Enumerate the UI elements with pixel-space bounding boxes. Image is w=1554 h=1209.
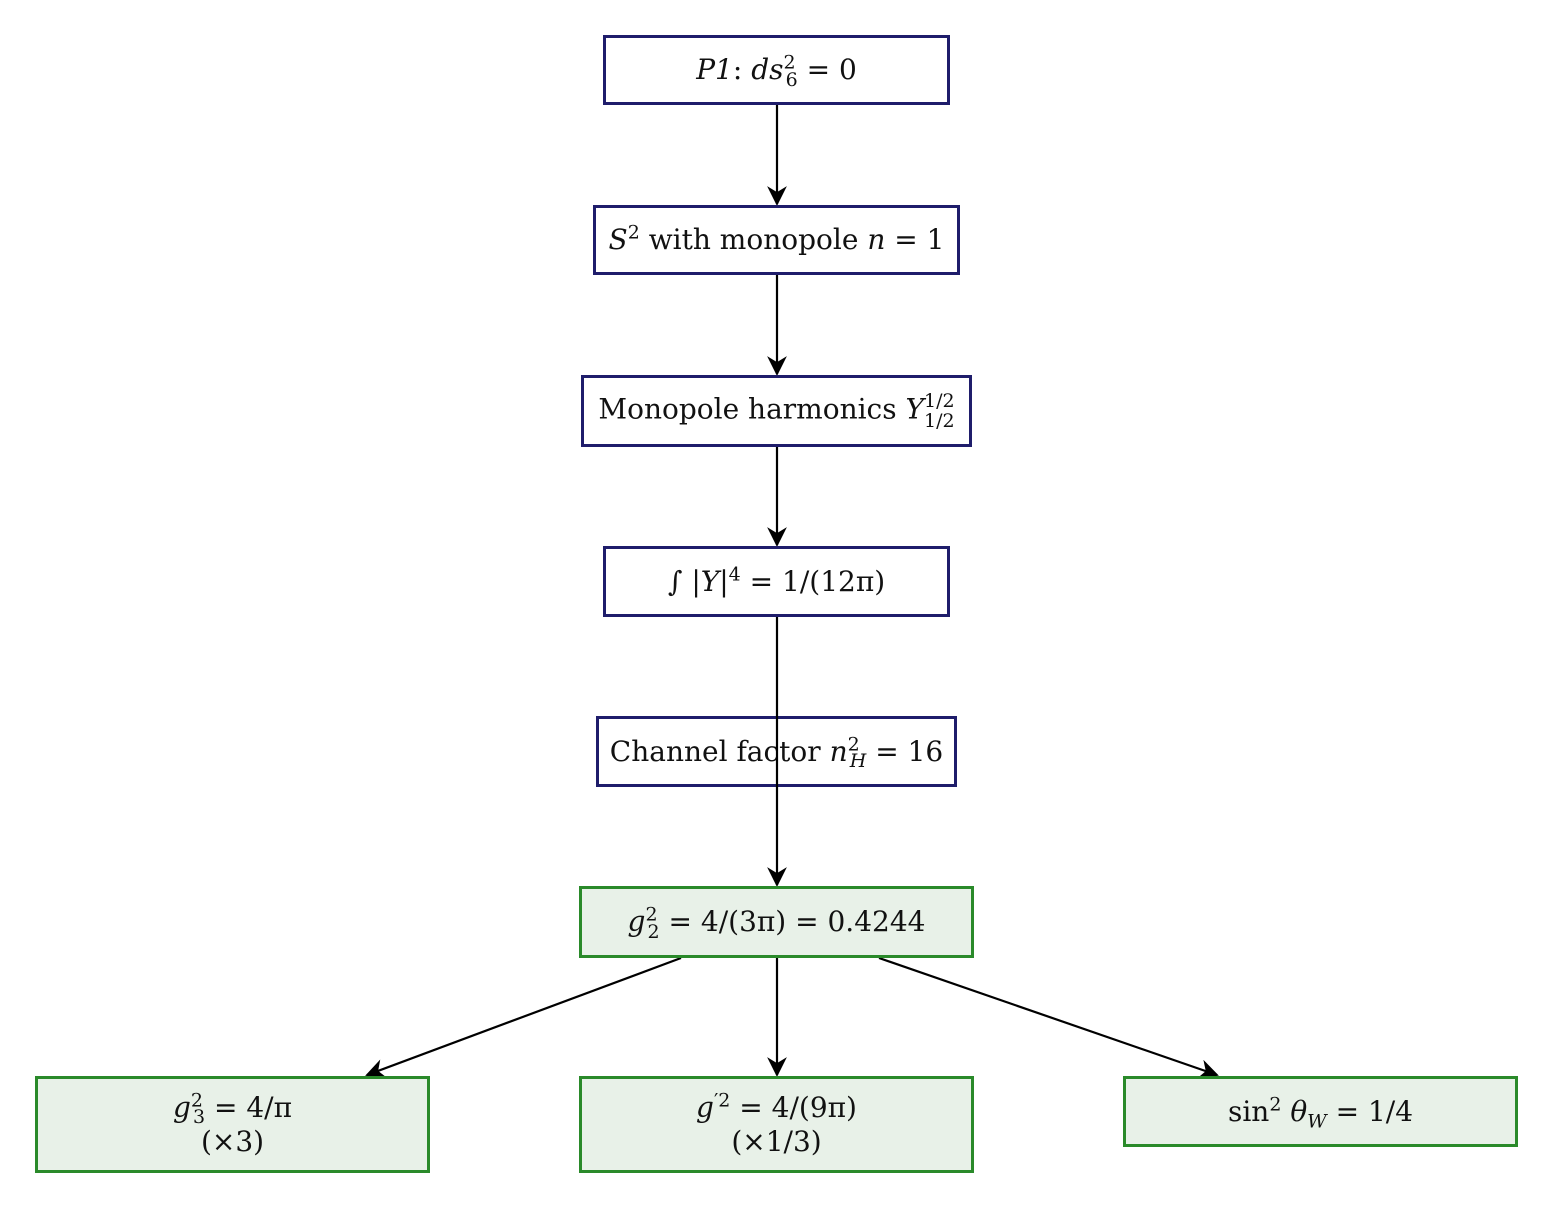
node-s2-monopole: S2 with monopole n = 1 [593,205,960,275]
p1-rhs: = 0 [806,53,857,86]
channel-text: Channel factor [609,734,821,768]
node-gprime-coupling: g′2 = 4/(9π) (×1/3) [579,1076,974,1173]
g3-factor: (×3) [200,1124,265,1158]
gprime-factor: (×1/3) [731,1124,822,1158]
integral-icon: ∫ [667,564,683,598]
node-g3-coupling: g23 = 4/π (×3) [35,1076,430,1173]
arrow-g2-to-weinberg [878,956,1219,1079]
harmonics-text: Monopole harmonics [598,392,897,426]
node-p1-null-interval: P1: ds26 = 0 [603,35,950,105]
p1-lhs: ds [751,53,784,86]
node-g2-coupling: g22 = 4/(3π) = 0.4244 [579,886,974,958]
arrow-g2-to-g3 [365,956,682,1079]
node-integral-y4: ∫ |Y|4 = 1/(12π) [603,546,950,617]
s2-text: with monopole [648,223,859,256]
p1-label: P1 [696,53,733,86]
node-weinberg-angle: sin2 θW = 1/4 [1123,1076,1518,1147]
